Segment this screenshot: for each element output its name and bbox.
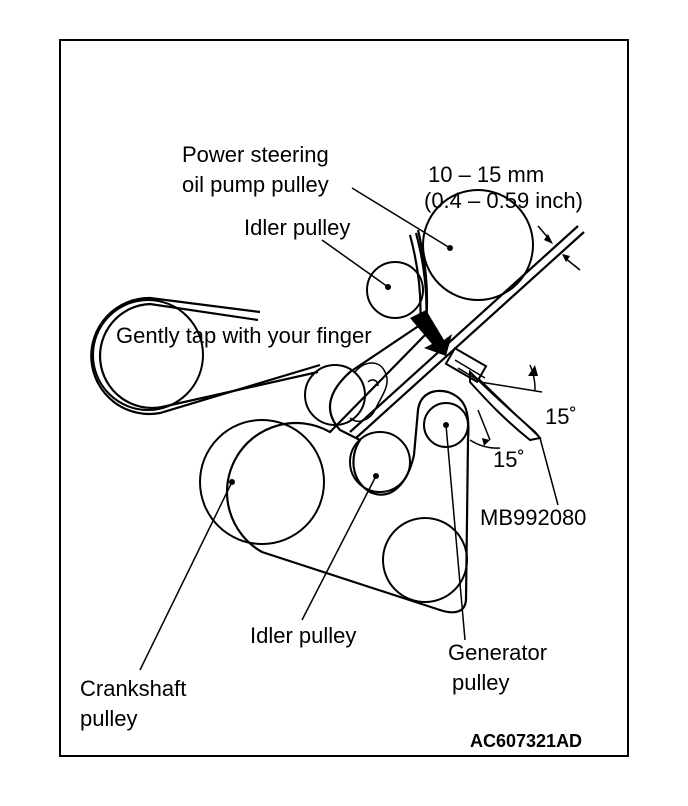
label-deflection-line2: (0.4 – 0.59 inch) [424, 188, 583, 213]
label-tap: Gently tap with your finger [116, 323, 372, 348]
tap-arrow-icon [410, 310, 452, 356]
label-crankshaft-line2: pulley [80, 706, 137, 731]
upper-left-pulley [92, 299, 204, 411]
top-idler-pulley [366, 261, 424, 319]
tension-gauge-tool [444, 346, 542, 442]
power-steering-pulley [422, 189, 534, 301]
leader-power-steering [351, 187, 451, 249]
measured-belt-span [349, 225, 585, 439]
leader-idler-top [321, 239, 389, 288]
label-angle-lower: 15˚ [493, 447, 525, 472]
leader-lines [139, 187, 559, 671]
label-power-steering-line2: oil pump pulley [182, 172, 329, 197]
angle-indicators [469, 364, 543, 449]
leader-tool [539, 437, 559, 506]
label-crankshaft-line1: Crankshaft [80, 676, 186, 701]
label-generator-line1: Generator [448, 640, 547, 665]
label-generator-line2: pulley [452, 670, 509, 695]
figure-frame [59, 39, 629, 757]
label-angle-upper: 15˚ [545, 404, 577, 429]
label-tool: MB992080 [480, 505, 586, 530]
leader-idler-bottom [301, 475, 377, 621]
bottom-idler-pulley [349, 431, 411, 493]
label-idler-bottom: Idler pulley [250, 623, 356, 648]
crankshaft-pulley [199, 419, 325, 545]
leader-generator [445, 424, 466, 641]
label-idler-top: Idler pulley [244, 215, 350, 240]
label-deflection-line1: 10 – 15 mm [428, 162, 544, 187]
lower-right-pulley [382, 517, 468, 603]
deflection-dimension [537, 225, 581, 271]
label-power-steering-line1: Power steering [182, 142, 329, 167]
upper-belt [90, 296, 321, 416]
leader-crankshaft [139, 481, 233, 671]
figure-code: AC607321AD [470, 731, 582, 751]
